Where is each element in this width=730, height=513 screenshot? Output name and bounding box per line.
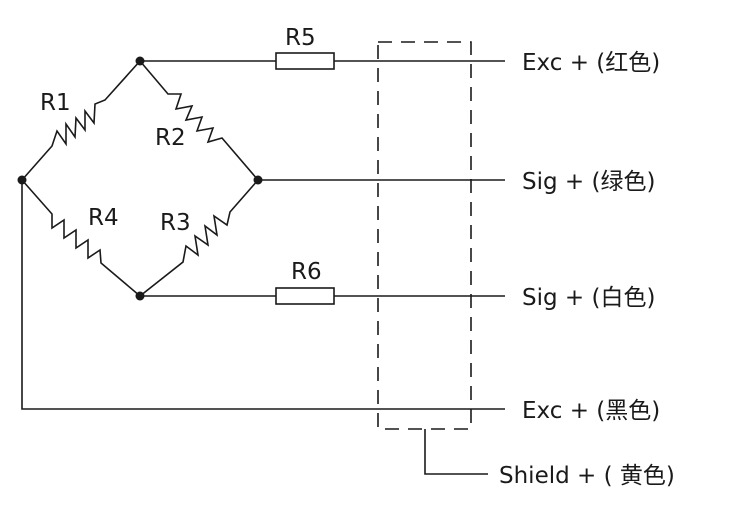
terminal-sig-green: Sig + (绿色) <box>522 169 655 195</box>
terminal-exc-red: Exc + (红色) <box>522 50 660 76</box>
resistor-r4 <box>21 179 141 297</box>
terminal-exc-black: Exc + (黑色) <box>522 398 660 424</box>
node-bottom <box>135 291 145 301</box>
wire-return <box>21 180 505 410</box>
resistor-r6 <box>275 287 335 305</box>
shield-cable <box>377 41 472 430</box>
label-r4: R4 <box>88 205 119 231</box>
resistor-r3 <box>139 179 259 297</box>
wire-shield <box>424 429 488 475</box>
node-right <box>253 175 263 185</box>
node-top <box>135 56 145 66</box>
terminal-shield-yellow: Shield + ( 黄色) <box>499 463 675 489</box>
resistor-r5 <box>275 52 335 70</box>
node-left <box>17 175 27 185</box>
resistor-r2 <box>139 60 259 181</box>
label-r6: R6 <box>291 259 322 285</box>
terminal-sig-white: Sig + (白色) <box>522 285 655 311</box>
label-r2: R2 <box>155 125 186 151</box>
resistor-r1 <box>21 60 141 181</box>
label-r1: R1 <box>40 90 71 116</box>
label-r3: R3 <box>160 210 191 236</box>
label-r5: R5 <box>285 25 316 51</box>
